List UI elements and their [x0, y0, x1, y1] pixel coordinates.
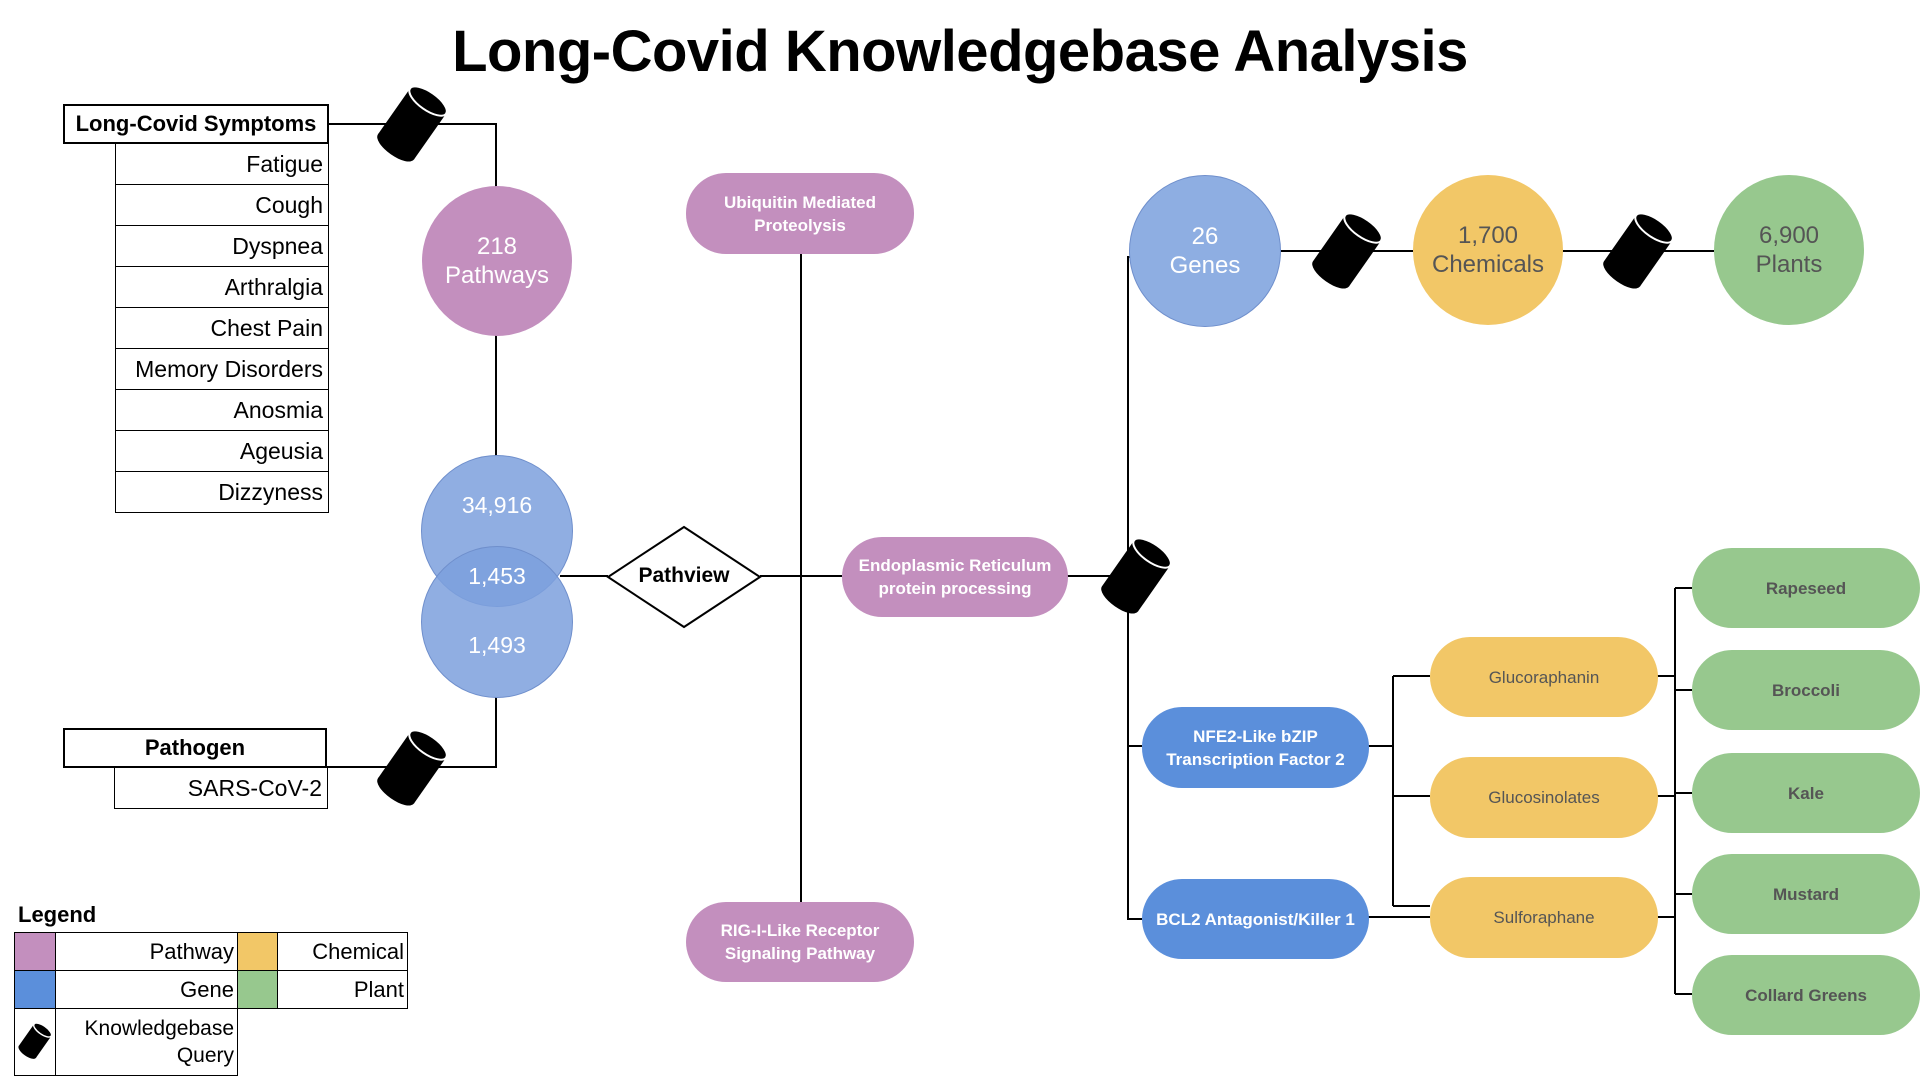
page-title: Long-Covid Knowledgebase Analysis — [452, 19, 1468, 84]
list-item: Fatigue — [115, 143, 329, 185]
symptoms-list: Fatigue Cough Dyspnea Arthralgia Chest P… — [115, 143, 329, 513]
legend-label-pathway: Pathway — [55, 932, 238, 971]
legend-query-line1: Knowledgebase — [84, 1017, 234, 1040]
legend-swatch-chemical — [237, 932, 278, 971]
gene-nfe2: NFE2-Like bZIP Transcription Factor 2 — [1142, 707, 1369, 788]
cylinder-icon — [1312, 212, 1383, 289]
cylinder-icon — [18, 1022, 53, 1059]
venn-overlap-count: 1,453 — [468, 563, 526, 589]
gene-bcl2: BCL2 Antagonist/Killer 1 — [1142, 879, 1369, 959]
list-item: Dizzyness — [115, 471, 329, 513]
list-item: Cough — [115, 184, 329, 226]
plant-collard-greens: Collard Greens — [1692, 955, 1920, 1035]
legend: Pathway Chemical Gene Plant Knowledgebas… — [14, 932, 408, 1077]
pathview-diamond — [606, 525, 762, 629]
plant-mustard: Mustard — [1692, 854, 1920, 934]
venn-top-count: 34,916 — [461, 492, 533, 518]
plants-count: 6,900 — [1758, 222, 1820, 249]
plants-count-node: 6,900 Plants — [1714, 175, 1864, 325]
chemical-glucoraphanin: Glucoraphanin — [1430, 637, 1658, 717]
chemicals-count-node: 1,700 Chemicals — [1413, 175, 1563, 325]
plant-rapeseed: Rapeseed — [1692, 548, 1920, 628]
list-item: Arthralgia — [115, 266, 329, 308]
legend-label-gene: Gene — [55, 970, 238, 1009]
genes-count-node: 26 Genes — [1129, 175, 1281, 327]
genes-label: Genes — [1169, 252, 1241, 279]
cylinder-icon — [377, 85, 448, 162]
legend-label-plant: Plant — [277, 970, 408, 1009]
cylinder-icon — [377, 729, 448, 806]
genes-count: 26 — [1191, 223, 1219, 250]
pathway-ubiquitin: Ubiquitin Mediated Proteolysis — [686, 173, 914, 254]
plants-label: Plants — [1755, 251, 1823, 278]
pathways-count: 218 — [476, 233, 518, 260]
venn-bottom-count: 1,493 — [468, 632, 526, 658]
list-item: SARS-CoV-2 — [114, 767, 328, 809]
list-item: Dyspnea — [115, 225, 329, 267]
plant-kale: Kale — [1692, 753, 1920, 833]
legend-swatch-query — [14, 1008, 56, 1076]
plant-broccoli: Broccoli — [1692, 650, 1920, 730]
list-item: Ageusia — [115, 430, 329, 472]
legend-label-chemical: Chemical — [277, 932, 408, 971]
list-item: Memory Disorders — [115, 348, 329, 390]
list-item: Chest Pain — [115, 307, 329, 349]
symptoms-header: Long-Covid Symptoms — [63, 104, 329, 144]
chemicals-label: Chemicals — [1431, 251, 1545, 278]
chemical-glucosinolates: Glucosinolates — [1430, 757, 1658, 838]
cylinder-icon — [1603, 212, 1674, 289]
legend-label-query: Knowledgebase Query — [55, 1008, 238, 1076]
legend-title: Legend — [18, 902, 97, 927]
chemical-sulforaphane: Sulforaphane — [1430, 877, 1658, 958]
pathogen-header: Pathogen — [63, 728, 327, 768]
pathway-rig: RIG-I-Like Receptor Signaling Pathway — [686, 902, 914, 982]
legend-query-line2: Query — [176, 1044, 234, 1067]
venn-circle-bottom — [421, 546, 573, 698]
pathview-label: Pathview — [638, 564, 730, 587]
legend-swatch-gene — [14, 970, 56, 1009]
legend-swatch-pathway — [14, 932, 56, 971]
legend-swatch-plant — [237, 970, 278, 1009]
list-item: Anosmia — [115, 389, 329, 431]
pathways-count-node: 218 Pathways — [422, 186, 572, 336]
cylinder-icon — [1101, 537, 1172, 614]
pathway-er: Endoplasmic Reticulum protein processing — [842, 537, 1068, 617]
pathways-label: Pathways — [444, 262, 550, 289]
chemicals-count: 1,700 — [1457, 222, 1519, 249]
